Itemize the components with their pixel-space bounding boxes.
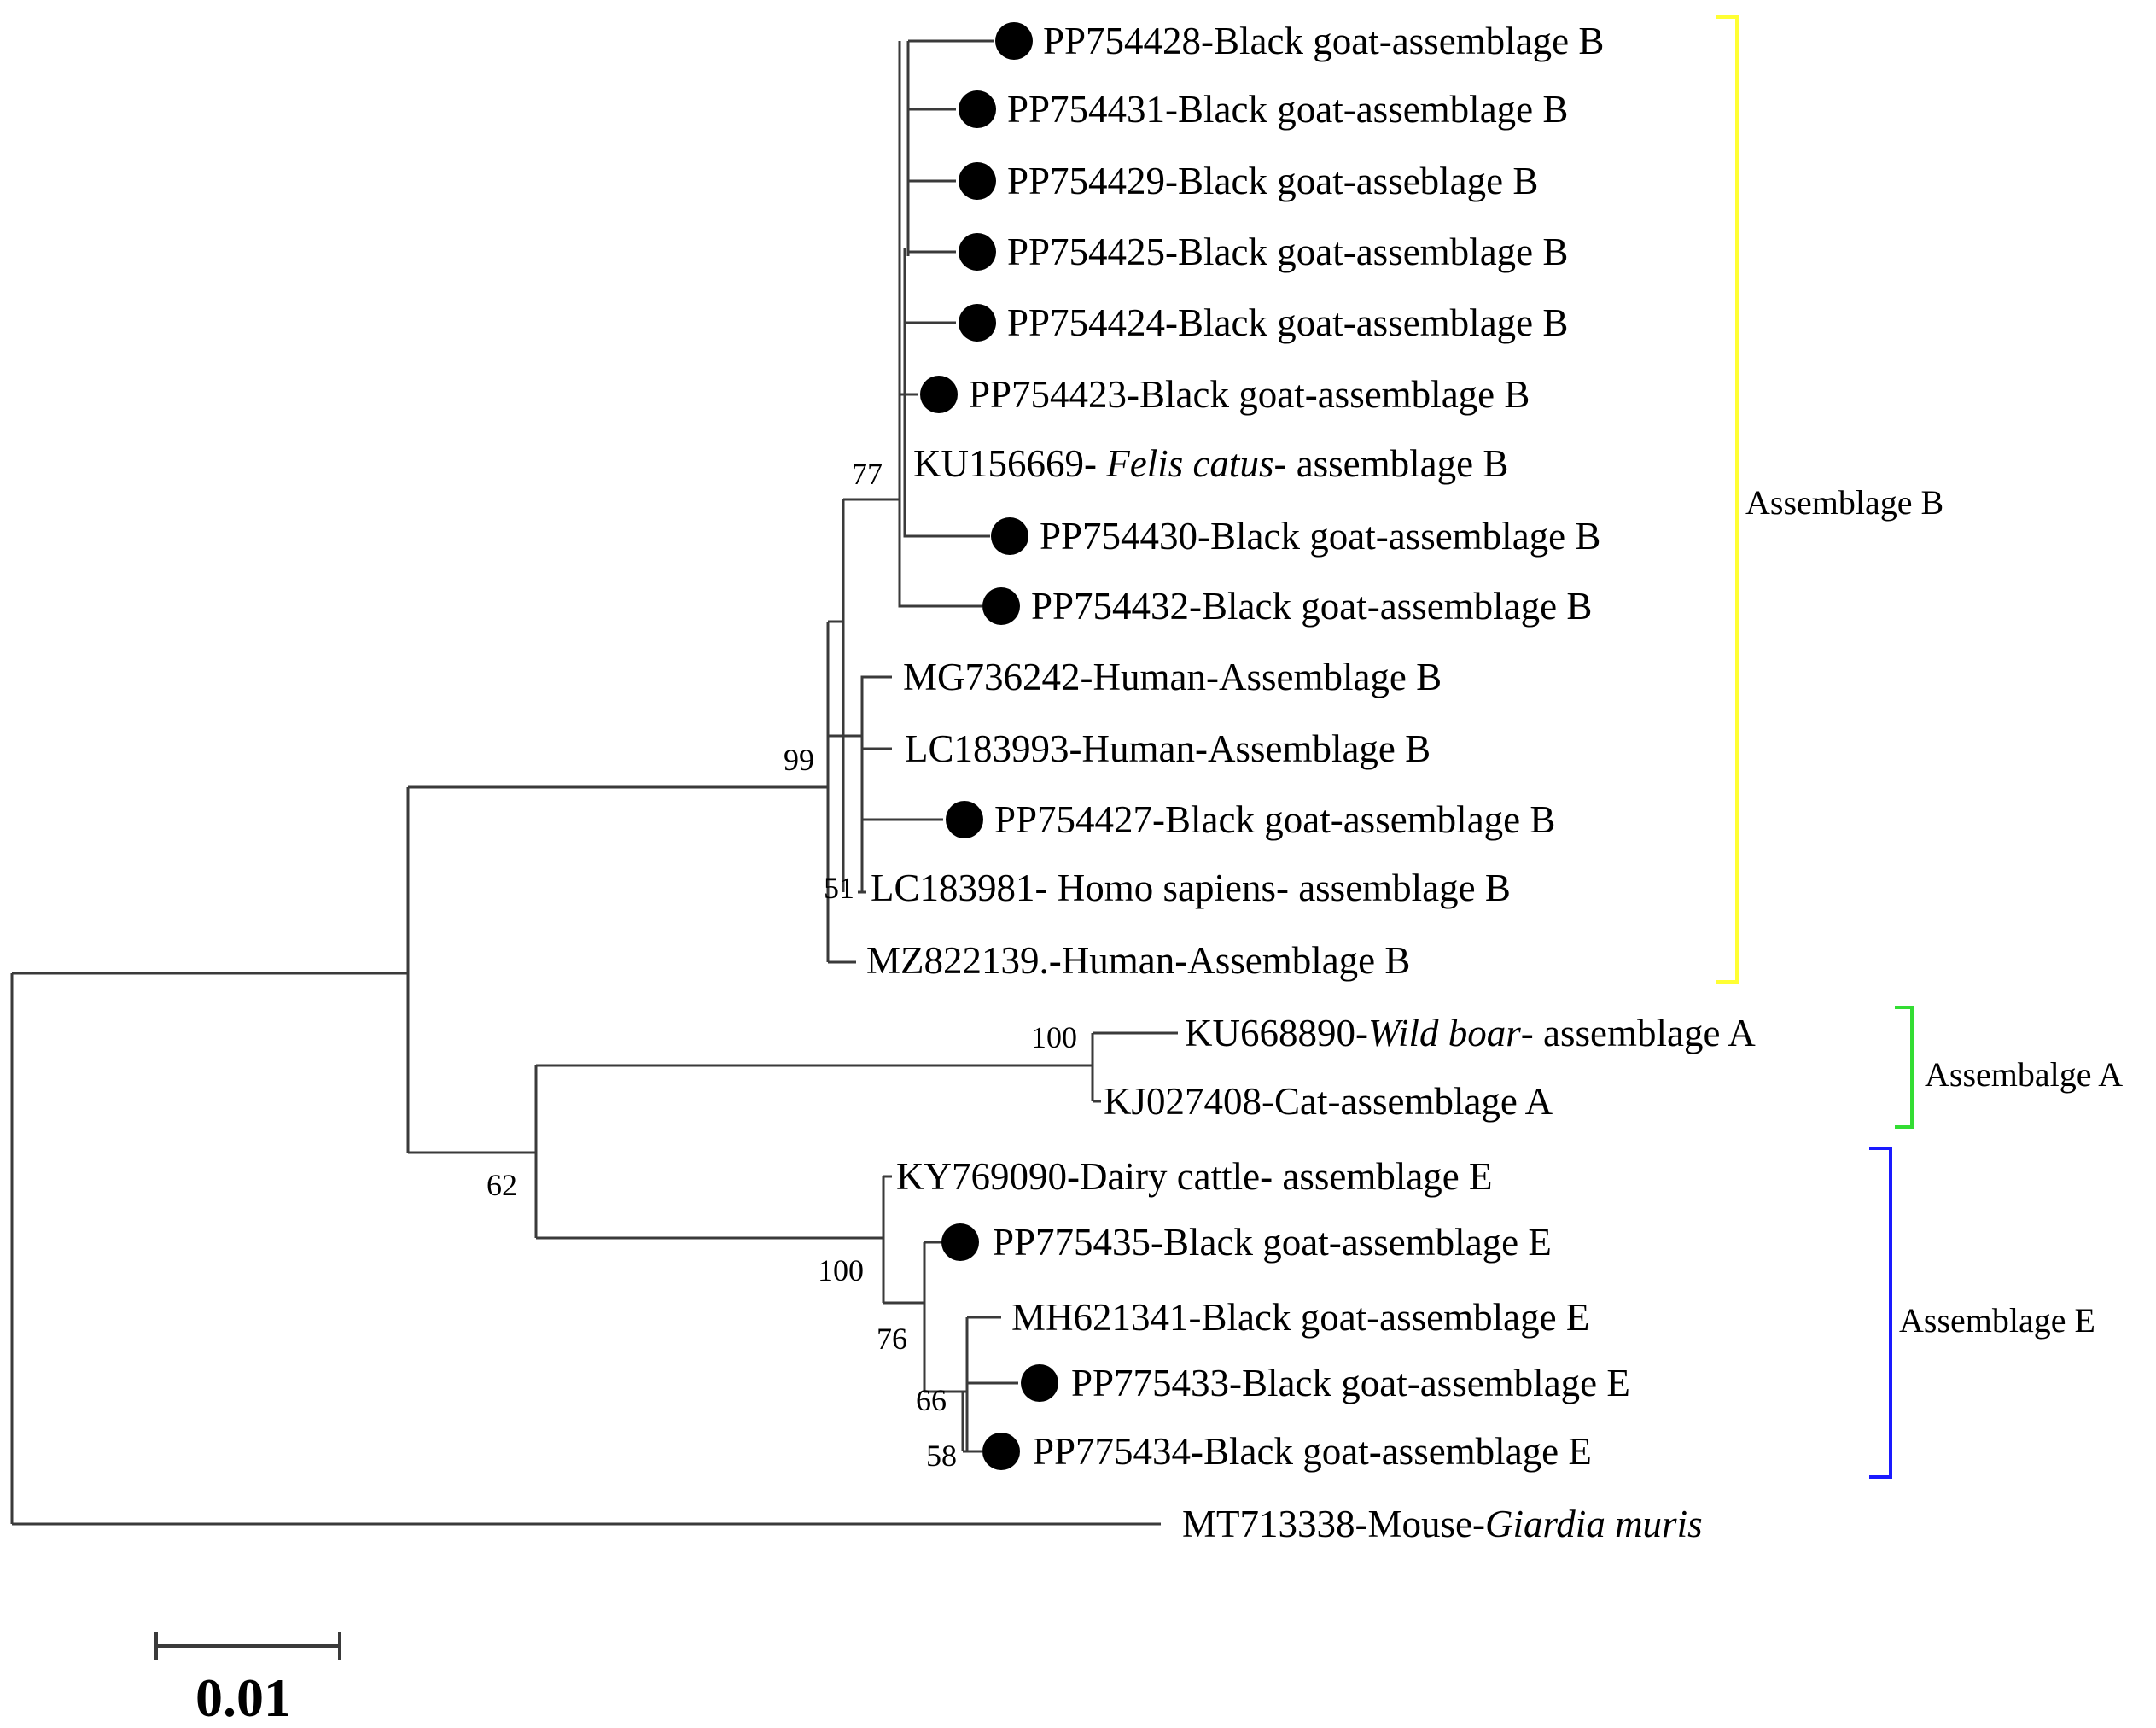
scale-bar-label: 0.01 xyxy=(195,1667,291,1728)
marker-t18 xyxy=(941,1223,979,1261)
taxon-label-t14: MZ822139.-Human-Assemblage B xyxy=(866,939,1410,982)
bracket-assemblage-A xyxy=(1895,1006,1914,1129)
taxon-label-t13: LC183981- Homo sapiens- assemblage B xyxy=(871,867,1511,909)
support-values: 77 99 51 100 62 100 76 66 58 xyxy=(487,457,1077,1473)
marker-t5 xyxy=(959,304,996,342)
taxon-label-t9: PP754432-Black goat-assemblage B xyxy=(1031,585,1592,628)
taxon-label-t4: PP754425-Black goat-assemblage B xyxy=(1007,231,1568,273)
taxon-label-t2: PP754431-Black goat-assemblage B xyxy=(1007,88,1568,131)
taxon-label-t16: KJ027408-Cat-assemblage A xyxy=(1104,1080,1553,1123)
scale-bar: 0.01 xyxy=(154,1632,341,1728)
marker-t12 xyxy=(946,801,983,838)
taxon-label-t18: PP775435-Black goat-assemblage E xyxy=(993,1221,1552,1264)
marker-t21 xyxy=(982,1433,1020,1470)
tree-branches xyxy=(10,39,1178,1526)
marker-t6 xyxy=(920,376,958,413)
support-99: 99 xyxy=(784,743,814,777)
bracket-assemblage-E xyxy=(1869,1147,1892,1479)
group-label-A: Assembalge A xyxy=(1925,1055,2123,1094)
taxon-labels: PP754428-Black goat-assemblage B PP75443… xyxy=(866,20,1756,1545)
marker-t8 xyxy=(991,517,1028,555)
taxon-label-t19: MH621341-Black goat-assemblage E xyxy=(1011,1296,1589,1339)
group-brackets: Assemblage B Assembalge A Assemblage E xyxy=(1716,15,2123,1479)
taxon-label-t15: KU668890-Wild boar- assemblage A xyxy=(1185,1012,1756,1054)
support-66: 66 xyxy=(916,1383,947,1417)
taxon-label-t11: LC183993-Human-Assemblage B xyxy=(905,727,1431,770)
marker-t20 xyxy=(1021,1364,1058,1402)
bracket-assemblage-B xyxy=(1716,15,1739,984)
taxon-label-t22: MT713338-Mouse-Giardia muris xyxy=(1182,1503,1703,1545)
taxon-label-t3: PP754429-Black goat-asseblage B xyxy=(1007,160,1538,202)
support-51: 51 xyxy=(824,871,854,905)
taxon-label-t6: PP754423-Black goat-assemblage B xyxy=(969,373,1530,416)
scale-bar-line xyxy=(154,1632,341,1660)
branch-t10-stem xyxy=(843,675,892,738)
group-label-E: Assemblage E xyxy=(1899,1301,2095,1340)
marker-t9 xyxy=(982,587,1020,625)
support-100-E: 100 xyxy=(818,1253,864,1287)
taxon-label-t8: PP754430-Black goat-assemblage B xyxy=(1040,515,1600,558)
taxon-markers xyxy=(920,22,1058,1470)
group-label-B: Assemblage B xyxy=(1745,483,1943,522)
support-100-A: 100 xyxy=(1031,1020,1077,1054)
marker-t1 xyxy=(995,22,1033,60)
marker-t3 xyxy=(959,162,996,200)
taxon-label-t12: PP754427-Black goat-assemblage B xyxy=(994,798,1555,841)
taxon-label-t7: KU156669- Felis catus- assemblage B xyxy=(913,442,1508,485)
taxon-label-t20: PP775433-Black goat-assemblage E xyxy=(1071,1362,1630,1404)
taxon-label-t17: KY769090-Dairy cattle- assemblage E xyxy=(896,1155,1493,1198)
support-77: 77 xyxy=(852,457,883,491)
support-58: 58 xyxy=(926,1439,957,1473)
taxon-label-t10: MG736242-Human-Assemblage B xyxy=(903,656,1442,698)
branch-t9-stem xyxy=(898,499,982,608)
taxon-label-t1: PP754428-Black goat-assemblage B xyxy=(1043,20,1604,62)
marker-t4 xyxy=(959,233,996,271)
support-76: 76 xyxy=(877,1322,907,1356)
taxon-label-t5: PP754424-Black goat-assemblage B xyxy=(1007,301,1568,344)
marker-t2 xyxy=(959,90,996,128)
support-62: 62 xyxy=(487,1168,517,1202)
taxon-label-t21: PP775434-Black goat-assemblage E xyxy=(1033,1430,1592,1473)
branch-t8 xyxy=(903,401,990,538)
